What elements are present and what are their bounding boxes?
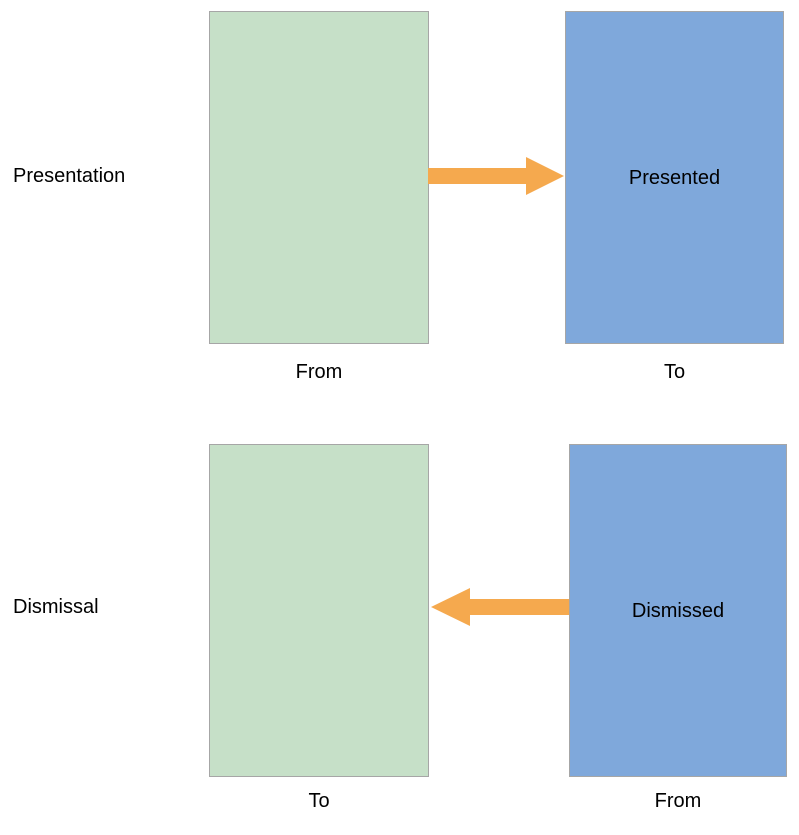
dismissal-to-box [209,444,429,777]
presentation-to-axis-label: To [663,361,686,383]
presentation-to-box-label: Presented [628,166,721,189]
dismissal-from-axis-label: From [654,790,702,812]
row-label-dismissal: Dismissal [13,596,99,618]
dismissal-to-axis-label: To [308,790,330,812]
arrow-right-icon [428,155,565,197]
arrow-left-icon [430,586,570,628]
row-label-presentation: Presentation [13,165,126,187]
dismissal-from-box-label: Dismissed [631,599,725,622]
presentation-to-box: Presented [565,11,784,344]
dismissal-from-box: Dismissed [569,444,787,777]
presentation-from-axis-label: From [295,361,343,383]
presentation-from-box [209,11,429,344]
